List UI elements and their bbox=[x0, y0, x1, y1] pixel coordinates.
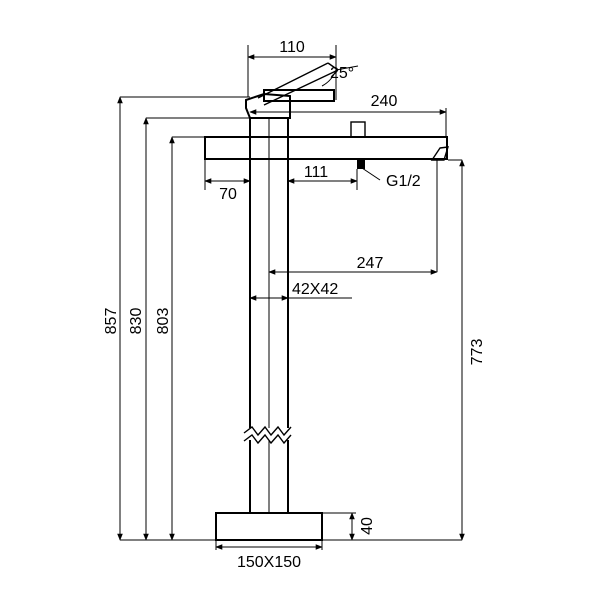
dim-outlet-height: 773 bbox=[469, 339, 486, 366]
dim-spout-length: 240 bbox=[371, 93, 398, 110]
dim-base-height: 40 bbox=[359, 517, 376, 535]
dim-spout-reach: 247 bbox=[357, 255, 384, 272]
dim-total-height: 857 bbox=[103, 308, 120, 335]
dim-height-to-spout-top: 803 bbox=[155, 308, 172, 335]
dim-base-size: 150X150 bbox=[237, 554, 301, 571]
dim-lever-width: 110 bbox=[279, 39, 305, 56]
dim-height-to-lever: 830 bbox=[128, 308, 145, 335]
column-break-symbol bbox=[243, 425, 292, 445]
inlet-connector bbox=[357, 159, 365, 169]
spout-outlet bbox=[430, 146, 449, 161]
diverter-knob bbox=[350, 121, 366, 138]
dim-column-section: 42X42 bbox=[292, 281, 338, 298]
dim-lever-angle: 25° bbox=[330, 65, 354, 82]
spout bbox=[204, 136, 448, 160]
dim-inlet-offset: 111 bbox=[304, 164, 328, 181]
dimension-lines bbox=[117, 54, 465, 550]
mixer-body bbox=[245, 92, 291, 119]
base-plate bbox=[215, 512, 323, 541]
column-lower bbox=[249, 440, 289, 513]
faucet-body bbox=[204, 62, 449, 541]
dim-spout-offset-left: 70 bbox=[219, 186, 237, 203]
dimension-labels: 110 25° 240 70 111 G1/2 247 42X42 857 83… bbox=[103, 39, 486, 571]
dim-inlet-thread: G1/2 bbox=[386, 173, 421, 190]
